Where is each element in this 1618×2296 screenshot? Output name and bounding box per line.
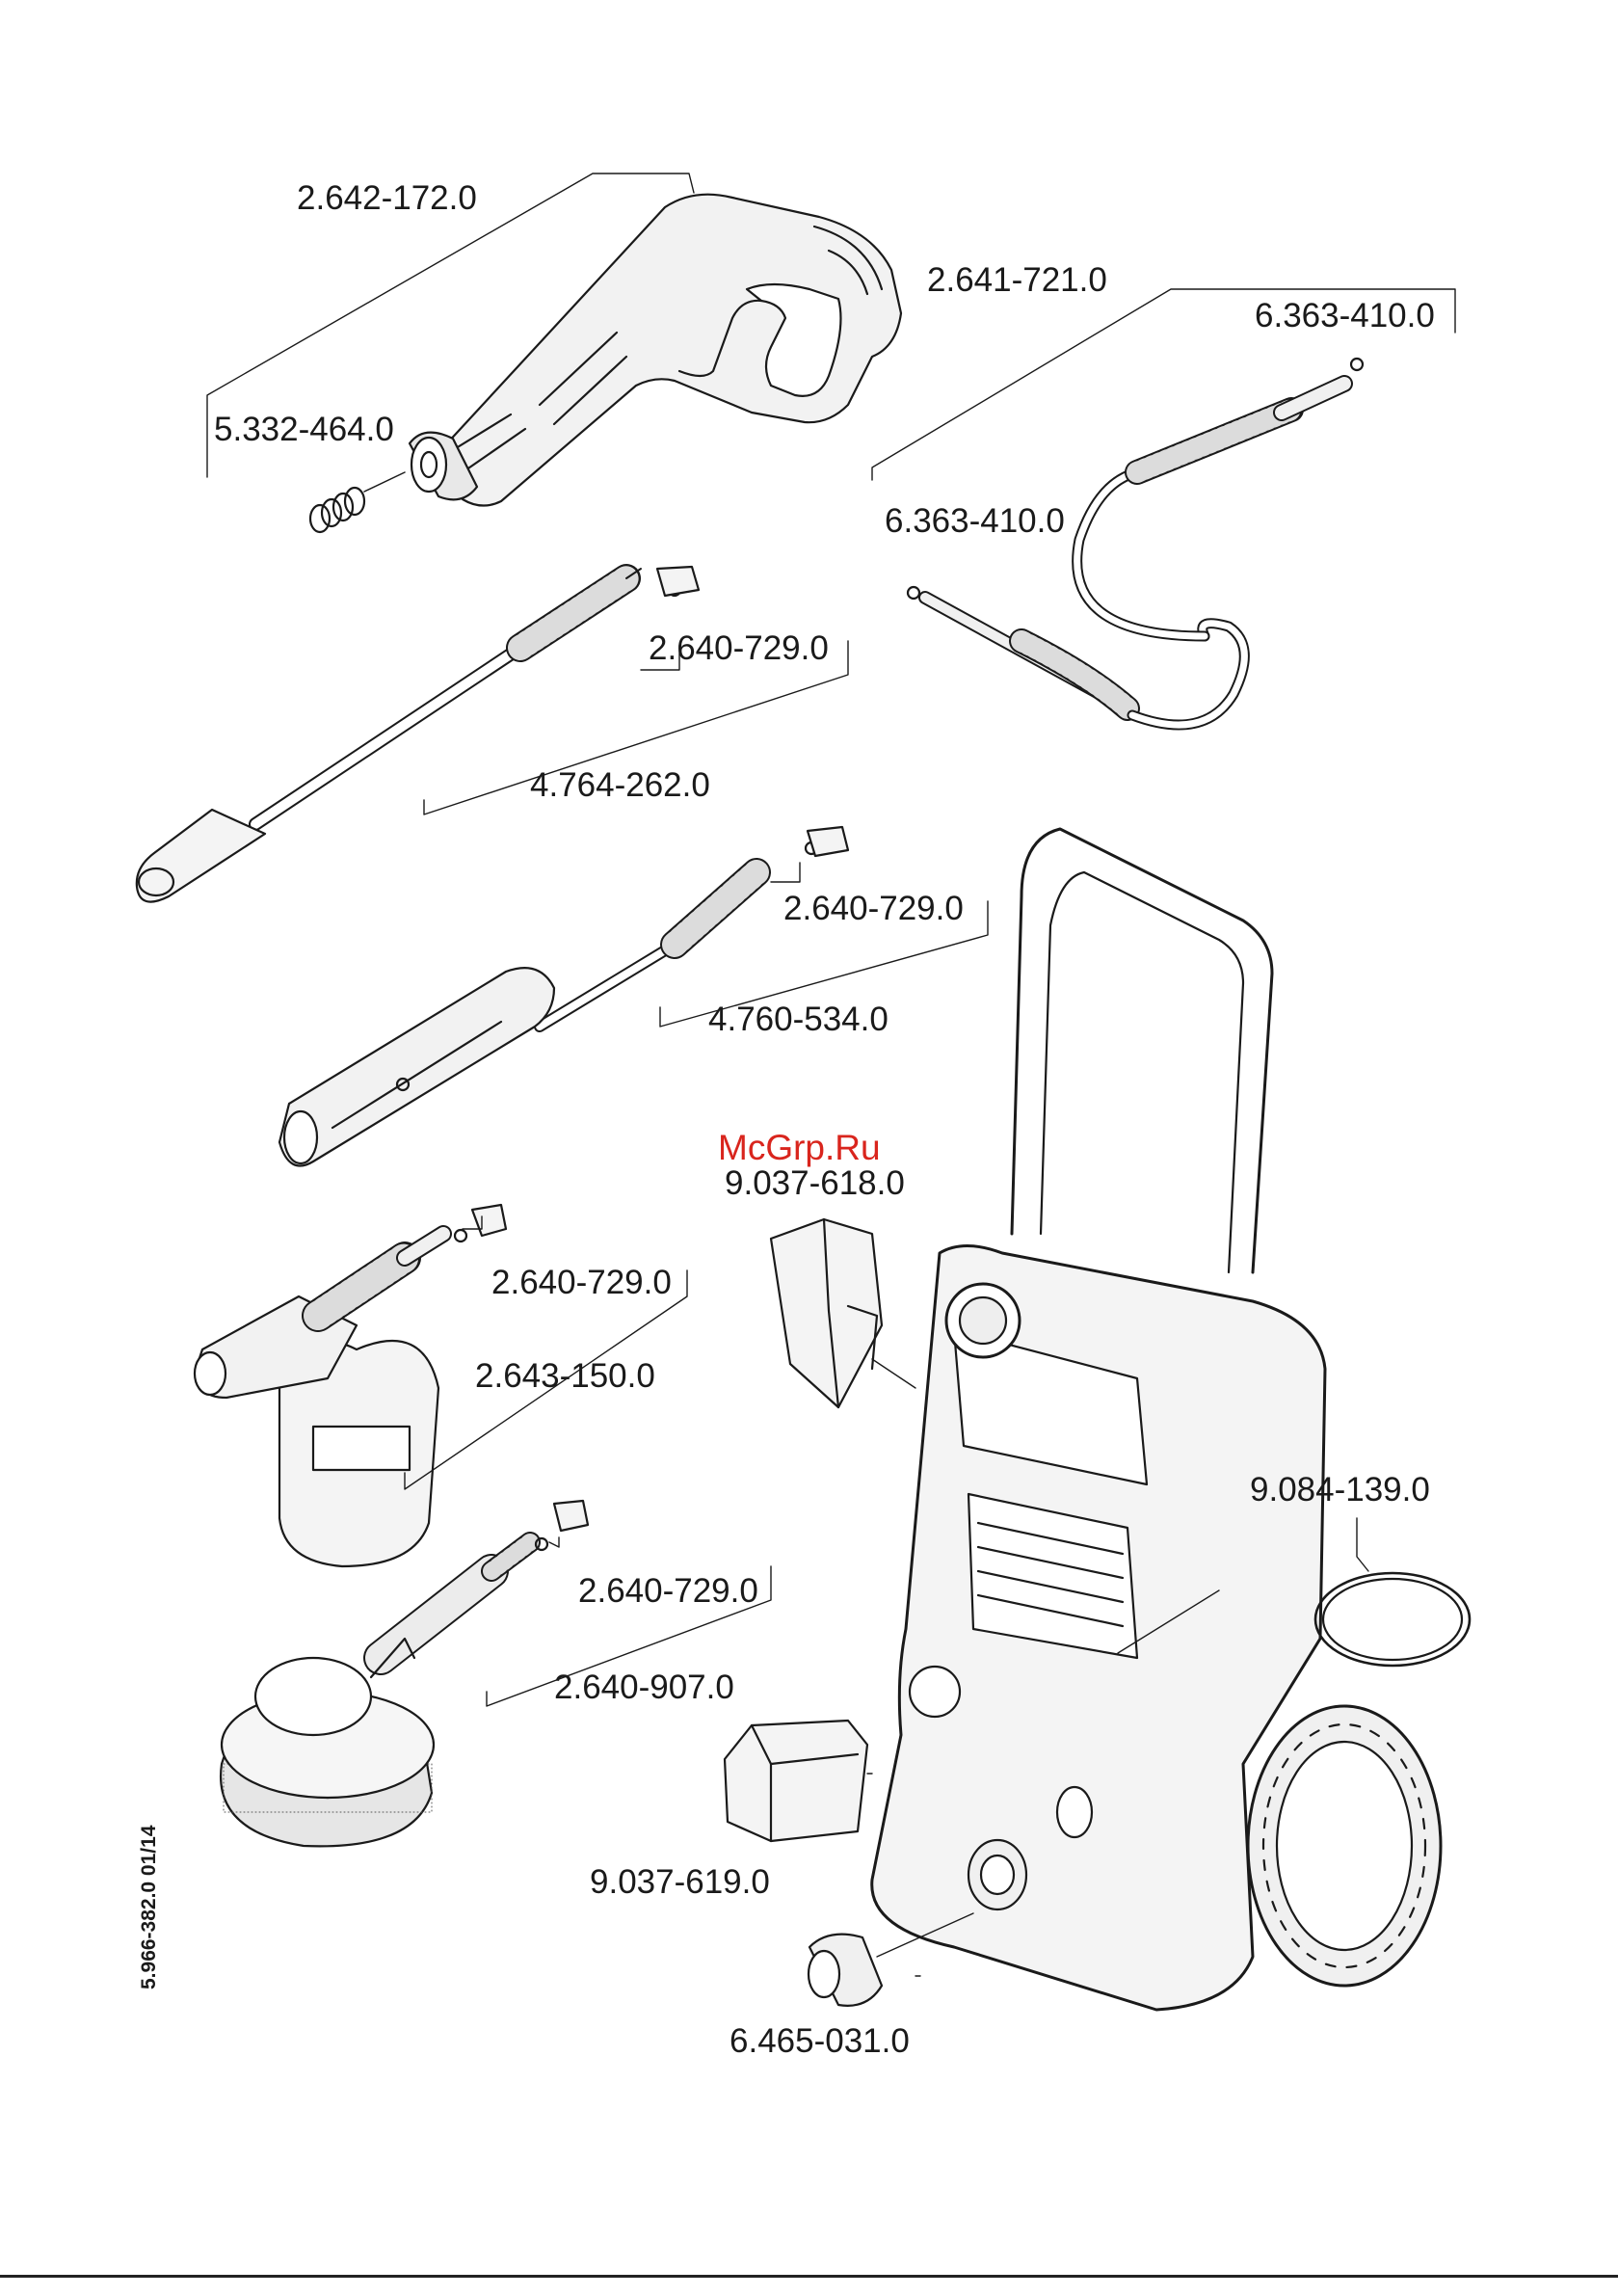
part-label-hose-guide: 9.084-139.0 bbox=[1250, 1473, 1430, 1507]
part-label-water-connector: 6.465-031.0 bbox=[729, 2024, 910, 2058]
part-label-holder-bottom: 9.037-619.0 bbox=[590, 1865, 770, 1899]
high-pressure-hose-drawing bbox=[908, 359, 1363, 725]
part-label-nozzle-set-2: 2.640-729.0 bbox=[783, 892, 964, 925]
part-label-holder-top: 9.037-618.0 bbox=[725, 1166, 905, 1200]
accessory-holder-bottom-drawing bbox=[725, 1721, 867, 1841]
part-label-hose-oring-top: 6.363-410.0 bbox=[1255, 299, 1435, 333]
document-reference-text: 5.966-382.0 01/14 bbox=[138, 1826, 161, 1989]
part-label-trigger-gun: 2.642-172.0 bbox=[297, 181, 477, 215]
accessory-holder-top-drawing bbox=[771, 1219, 882, 1407]
bottom-border bbox=[0, 2275, 1618, 2278]
dirt-blaster-lance-drawing bbox=[137, 567, 699, 902]
part-label-dirt-blaster-lance: 4.764-262.0 bbox=[530, 768, 710, 802]
trigger-gun-drawing bbox=[310, 195, 901, 532]
pressure-washer-drawing bbox=[872, 829, 1470, 2010]
vario-lance-drawing bbox=[279, 827, 848, 1166]
part-label-hose-oring-bottom: 6.363-410.0 bbox=[885, 504, 1065, 538]
part-label-nozzle-set-3: 2.640-729.0 bbox=[491, 1266, 672, 1299]
part-label-nozzle-set-1: 2.640-729.0 bbox=[649, 631, 829, 665]
part-label-nozzle-set-4: 2.640-729.0 bbox=[578, 1574, 758, 1608]
watermark: McGrp.Ru bbox=[718, 1130, 881, 1165]
part-label-vario-lance: 4.760-534.0 bbox=[708, 1002, 889, 1036]
part-label-foam-nozzle: 2.643-150.0 bbox=[475, 1359, 655, 1393]
part-label-rotary-brush: 2.640-907.0 bbox=[554, 1670, 734, 1704]
part-label-trigger-gun-seal: 5.332-464.0 bbox=[214, 413, 394, 446]
foam-nozzle-drawing bbox=[195, 1205, 506, 1566]
part-label-hose: 2.641-721.0 bbox=[927, 263, 1107, 297]
